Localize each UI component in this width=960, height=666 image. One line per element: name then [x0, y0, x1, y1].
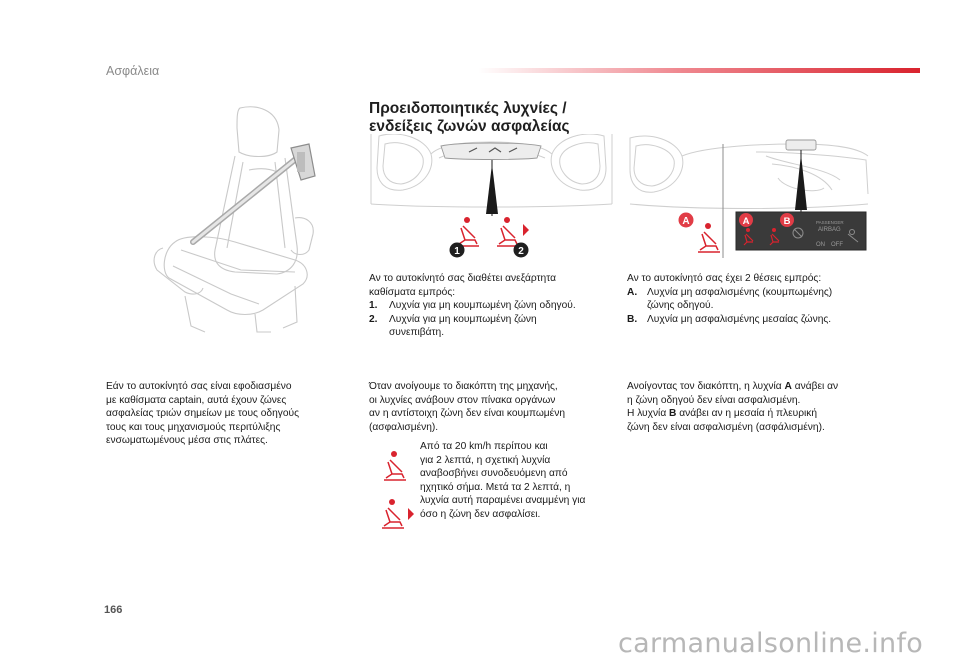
svg-text:AIRBAG: AIRBAG [818, 227, 841, 233]
watermark: carmanualsonline.info [618, 628, 924, 659]
dashboard-lamps-figure: 1 2 [370, 134, 613, 258]
section-title: Προειδοποιητικές λυχνίες / ενδείξεις ζων… [369, 100, 629, 136]
list-item-1-text: Λυχνία για μη κουμπωμένη ζώνη οδηγού. [389, 300, 576, 312]
panel-lamp-b-icon [769, 228, 780, 246]
speed-line-2: για 2 λεπτά, η σχετική λυχνία [420, 454, 551, 466]
behavior-line-4: ζώνη δεν είναι ασφαλισμένη (ασφάλισμένη)… [627, 421, 825, 433]
two-seats-text: Αν το αυτοκίνητό σας έχει 2 θέσεις εμπρό… [627, 272, 877, 326]
speed-line-4: ηχητικό σήμα. Μετά τα 2 λεπτά, η [420, 481, 571, 493]
independent-seats-text: Αν το αυτοκίνητό σας διαθέτει ανεξάρτητα… [369, 272, 614, 340]
seatbelt-lamp-1-icon [457, 217, 479, 247]
seat-belt-illustration [153, 106, 316, 333]
speed-warning-icons [382, 451, 414, 529]
ignition-text: Όταν ανοίγουμε το διακόπτη της μηχανής, … [369, 380, 619, 434]
callout-2: 2 [513, 242, 529, 258]
airbag-off-icon [792, 227, 804, 239]
section-title-line-1: Προειδοποιητικές λυχνίες / [369, 100, 567, 117]
two-seats-intro: Αν το αυτοκίνητό σας έχει 2 θέσεις εμπρό… [627, 273, 822, 284]
svg-text:OFF: OFF [831, 242, 843, 248]
seat-description: Εάν το αυτοκίνητό σας είναι εφοδιασμένο … [106, 380, 346, 448]
seatbelt-steady-icon [384, 451, 406, 481]
header-accent-bar [478, 68, 920, 73]
list-item-2-number: 2. [369, 313, 378, 325]
svg-text:1: 1 [454, 246, 460, 257]
list-item-a-letter: A. [627, 286, 638, 298]
ignition-line-2: οι λυχνίες ανάβουν στον πίνακα οργάνων [369, 394, 556, 406]
panel-badge-a: A [739, 213, 753, 227]
list-item-1-number: 1. [369, 300, 378, 312]
behavior-line-1: Ανοίγοντας τον διακόπτη, η λυχνία A ανάβ… [627, 381, 839, 392]
svg-text:ON: ON [816, 242, 825, 248]
list-item-2-text: Λυχνία για μη κουμπωμένη ζώνη συνεπιβάτη… [389, 313, 537, 339]
seatbelt-lamp-2-icon [497, 217, 529, 247]
intro-line-1: Αν το αυτοκίνητό σας διαθέτει ανεξάρτητα [369, 273, 556, 284]
behavior-line-2: η ζώνη οδηγού δεν είναι ασφαλισμένη. [627, 394, 801, 406]
list-item-b-text: Λυχνία μη ασφαλισμένης μεσαίας ζώνης. [647, 313, 832, 325]
list-item-a-text: Λυχνία μη ασφαλισμένης (κουμπωμένης) ζών… [647, 286, 833, 312]
list-item-b-letter: B. [627, 313, 638, 325]
seat-line-2: με καθίσματα captain, αυτά έχουν ζώνες [106, 394, 287, 406]
list-item-1: 1. Λυχνία για μη κουμπωμένη ζώνη οδηγού. [369, 299, 614, 313]
list-item-a: A. Λυχνία μη ασφαλισμένης (κουμπωμένης) … [627, 286, 877, 313]
speed-line-5: λυχνία αυτή παραμένει αναμμένη για [420, 495, 586, 507]
seat-line-1: Εάν το αυτοκίνητό σας είναι εφοδιασμένο [106, 381, 292, 392]
intro-line-2: καθίσματα εμπρός: [369, 286, 456, 298]
svg-text:PASSENGER: PASSENGER [816, 220, 844, 225]
ignition-line-4: (ασφαλισμένη). [369, 421, 439, 433]
section-title-line-2: ενδείξεις ζωνών ασφαλείας [369, 118, 570, 135]
callout-1: 1 [449, 242, 465, 258]
svg-text:2: 2 [518, 246, 524, 257]
svg-text:A: A [682, 216, 689, 227]
list-item-b: B. Λυχνία μη ασφαλισμένης μεσαίας ζώνης. [627, 313, 877, 327]
seat-line-4: τους και τους μηχανισμούς περιτύλιξης [106, 421, 281, 433]
svg-text:A: A [743, 216, 750, 227]
seatbelt-lamp-a-icon [698, 223, 720, 253]
header-section-title: Ασφάλεια [106, 64, 160, 78]
list-item-2: 2. Λυχνία για μη κουμπωμένη ζώνη συνεπιβ… [369, 313, 614, 340]
panel-lamp-a-icon [743, 228, 754, 246]
speed-line-6: όσο η ζώνη δεν ασφαλίσει. [420, 508, 541, 520]
speed-line-1: Από τα 20 km/h περίπου και [420, 441, 548, 452]
seat-line-5: ενσωματωμένους μέσα στις πλάτες. [106, 435, 268, 447]
ignition-line-3: αν η αντίστοιχη ζώνη δεν είναι κουμπωμέν… [369, 408, 565, 420]
callout-a: A [678, 212, 694, 228]
seat-line-3: ασφαλείας τριών σημείων με τους οδηγούς [106, 408, 300, 420]
overhead-panel-figure: A A B PASSENGER AIRBAG ON OFF [629, 135, 869, 258]
svg-text:B: B [784, 216, 791, 227]
seatbelt-flashing-icon [382, 499, 414, 529]
page-number: 166 [104, 604, 123, 616]
behavior-line-3: Η λυχνία B ανάβει αν η μεσαία ή πλευρική [627, 408, 818, 420]
ignition-line-1: Όταν ανοίγουμε το διακόπτη της μηχανής, [369, 381, 558, 392]
speed-warning-text: Από τα 20 km/h περίπου και για 2 λεπτά, … [420, 440, 620, 522]
panel-badge-b: B [780, 213, 794, 227]
speed-line-3: αναβοσβήνει συνοδευόμενη από [420, 468, 568, 480]
lamp-behavior-text: Ανοίγοντας τον διακόπτη, η λυχνία A ανάβ… [627, 380, 882, 434]
